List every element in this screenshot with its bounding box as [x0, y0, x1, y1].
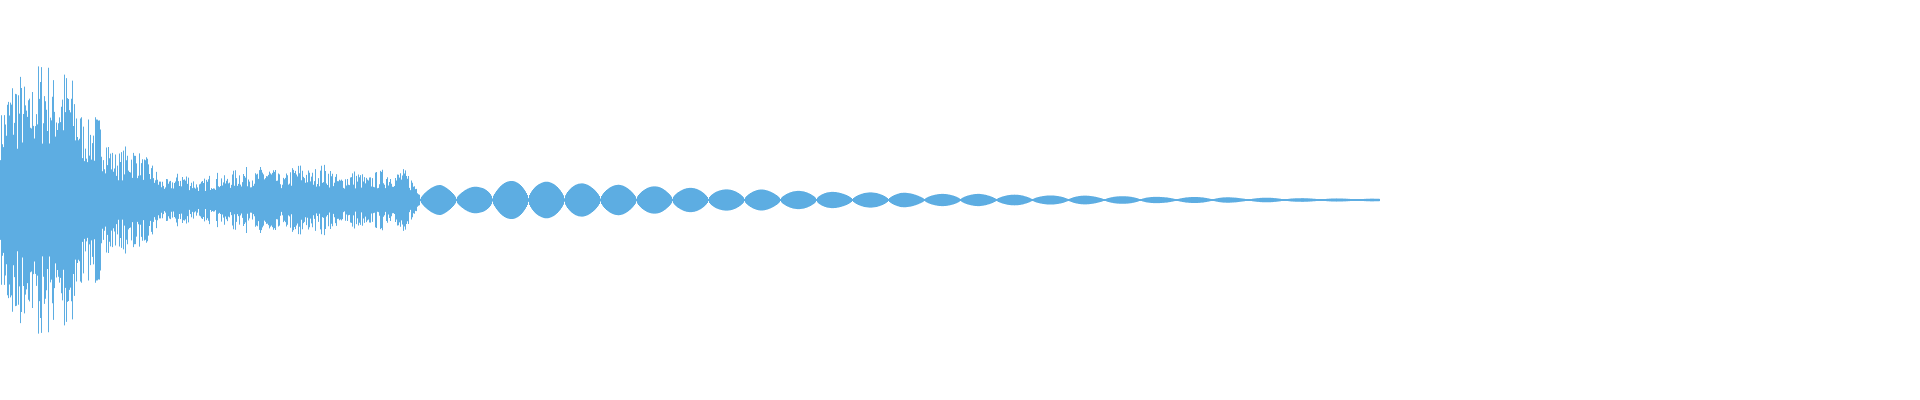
waveform-bars	[0, 66, 1380, 334]
